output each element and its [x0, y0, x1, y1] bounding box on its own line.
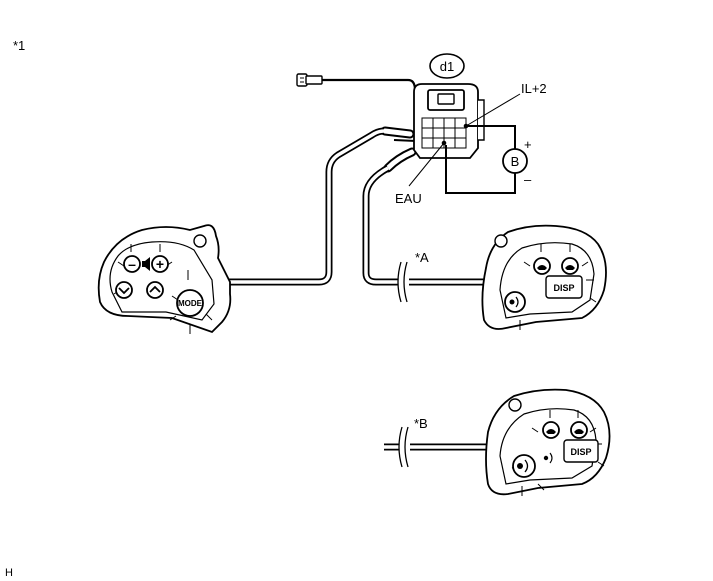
volume-down-glyph: –: [128, 256, 136, 272]
battery-plus-label: +: [524, 137, 532, 152]
disp-button[interactable]: [563, 439, 599, 463]
connector-id-label: d1: [440, 59, 454, 74]
volume-up-button[interactable]: [151, 255, 169, 273]
left-switch-mount-hole: [193, 234, 207, 248]
battery-circuit-wire: [445, 125, 516, 194]
harness-wires: [226, 78, 486, 286]
right-switch-mount-hole: [494, 234, 508, 248]
figure-ref-label: *1: [13, 38, 25, 53]
pin-il2-label: IL+2: [521, 81, 547, 96]
seek-down-button[interactable]: [115, 281, 133, 299]
callout-a-label: *A: [415, 250, 429, 265]
small-plug-icon: [296, 73, 323, 87]
chevron-up-icon: [149, 285, 161, 293]
bottom-steering-switch: DISP: [485, 388, 611, 496]
talk-icon: [543, 452, 553, 464]
phone-icon: [537, 265, 547, 270]
chevron-down-icon: [118, 287, 130, 295]
talk-button[interactable]: [504, 291, 526, 313]
right-steering-switch: DISP: [481, 224, 607, 330]
mode-button[interactable]: [176, 289, 204, 317]
bottom-switch-mount-hole: [508, 398, 522, 412]
disp-button-label: DISP: [570, 447, 591, 457]
left-steering-switch: – + MODE: [97, 224, 232, 334]
eau-leader-line: [408, 142, 445, 187]
phone-icon: [565, 265, 575, 270]
connector-d1: d1: [413, 53, 485, 159]
connector-id-bubble: [429, 53, 465, 79]
break-mark-a: [397, 261, 408, 303]
il2-leader-line: [465, 93, 521, 127]
battery-minus-label: –: [524, 172, 532, 187]
voice-command-icon: [509, 296, 519, 308]
corner-mark-label: H: [5, 567, 13, 579]
volume-up-glyph: +: [156, 256, 164, 272]
pin-eau-label: EAU: [395, 191, 422, 206]
mode-button-label: MODE: [178, 299, 203, 308]
volume-down-button[interactable]: [123, 255, 141, 273]
phone-icon: [546, 429, 556, 434]
battery-label: B: [511, 154, 520, 169]
seek-up-button[interactable]: [146, 281, 164, 299]
break-mark-b: [398, 426, 409, 468]
voice-recognition-button[interactable]: [512, 454, 536, 478]
callout-b-label: *B: [414, 416, 428, 431]
battery-symbol: [502, 148, 528, 174]
speaker-icon: [142, 257, 150, 271]
disp-button-label: DISP: [553, 283, 574, 293]
disp-button[interactable]: [545, 275, 583, 299]
voice-command-icon: [517, 459, 529, 473]
phone-icon: [574, 429, 584, 434]
